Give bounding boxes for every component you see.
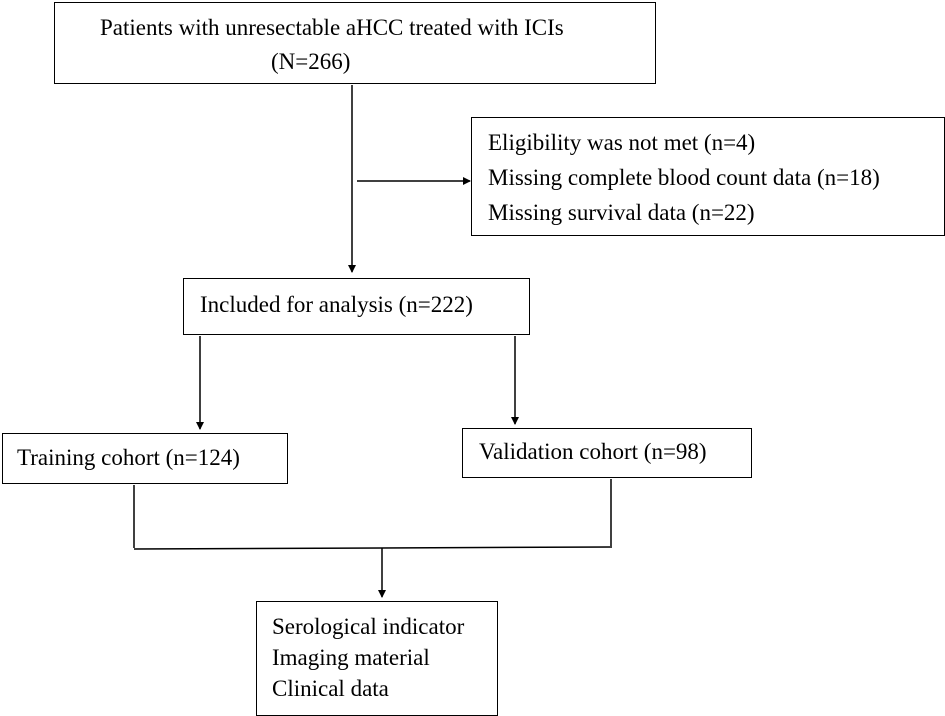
validation-cohort-box: Validation cohort (n=98): [462, 428, 752, 478]
patients-title: Patients with unresectable aHCC treated …: [100, 15, 564, 40]
exclusion-item: Missing survival data (n=22): [488, 200, 755, 225]
line-merge: [133, 546, 613, 550]
outcome-item: Imaging material: [272, 645, 430, 670]
training-cohort-label: Training cohort (n=124): [17, 445, 240, 470]
included-box: Included for analysis (n=222): [183, 278, 530, 335]
exclusion-item: Missing complete blood count data (n=18): [488, 165, 880, 190]
exclusion-box: Eligibility was not met (n=4) Missing co…: [471, 117, 945, 236]
exclusion-item: Eligibility was not met (n=4): [488, 130, 756, 155]
outcome-item: Clinical data: [272, 676, 389, 701]
training-cohort-box: Training cohort (n=124): [2, 433, 288, 484]
patients-count: (N=266): [271, 49, 351, 74]
included-label: Included for analysis (n=222): [200, 292, 473, 317]
outcome-box: Serological indicator Imaging material C…: [256, 601, 498, 716]
validation-cohort-label: Validation cohort (n=98): [479, 439, 707, 464]
outcome-item: Serological indicator: [272, 614, 465, 639]
patients-box: Patients with unresectable aHCC treated …: [54, 2, 656, 84]
